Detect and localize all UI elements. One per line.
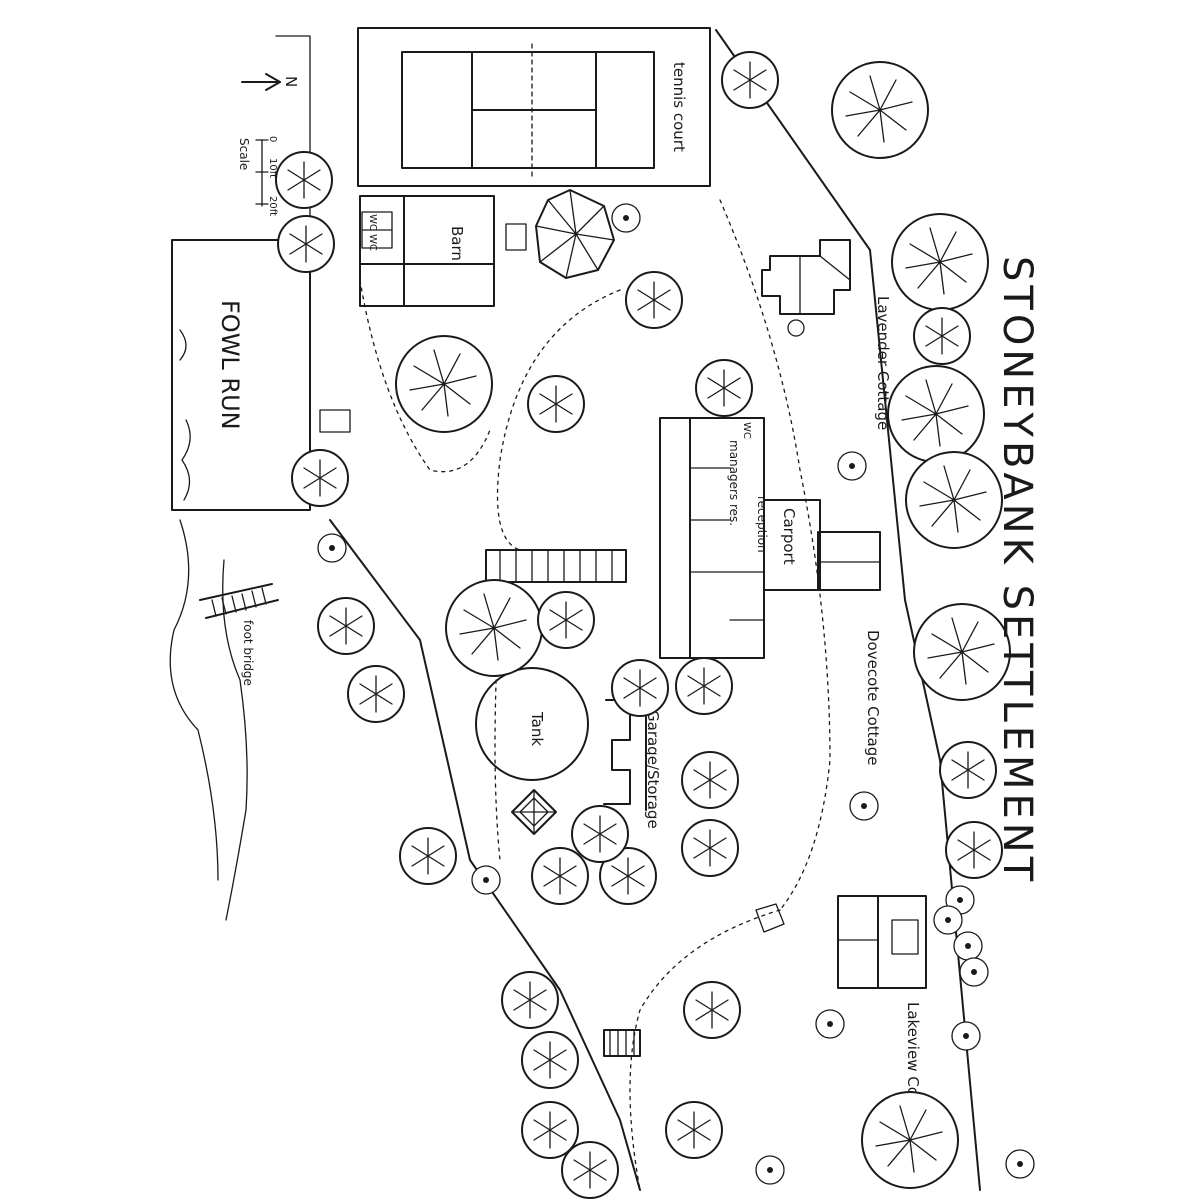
tank: Tank: [475, 667, 589, 835]
lower-bridge: [603, 1029, 641, 1057]
foot-bridge-label: foot bridge: [241, 620, 255, 686]
managers-residence: WC managers res. reception: [659, 417, 769, 659]
pergola: [485, 549, 627, 583]
scale-bar: 0 10ft 20ft Scale: [237, 136, 278, 216]
scale-mid: 10ft: [267, 158, 278, 178]
garage-storage-label: Garage/Storage: [644, 710, 662, 829]
managers-wc-label: WC: [741, 422, 752, 439]
foot-bridge: foot bridge: [199, 583, 279, 686]
reception-label: reception: [755, 496, 769, 553]
managers-res-label: managers res.: [727, 440, 741, 526]
barn-label: Barn: [448, 226, 466, 261]
lavender-cottage: Lavender Cottage: [761, 239, 892, 430]
map-title: STONEYBANK SETTLEMENT: [994, 256, 1040, 885]
tank-label: Tank: [528, 711, 546, 746]
north-arrow: N: [241, 73, 300, 91]
stream: [169, 519, 248, 921]
barn-wc2-label: WC: [367, 234, 378, 251]
dovecote-cottage-label: Dovecote Cottage: [864, 630, 882, 766]
tennis-court-label: tennis court: [670, 62, 688, 152]
trees: [275, 51, 1011, 1199]
fowl-run: FOWL RUN: [171, 239, 351, 511]
barn-wc1-label: WC: [367, 214, 378, 231]
lavender-cottage-label: Lavender Cottage: [874, 296, 892, 430]
tennis-court: tennis court: [357, 27, 711, 187]
barn: WC WC Barn: [359, 195, 495, 307]
scale-label: Scale: [237, 138, 251, 170]
north-label: N: [282, 76, 300, 87]
fowl-run-label: FOWL RUN: [216, 300, 244, 430]
gazebo: [505, 189, 615, 279]
scale-zero: 0: [267, 136, 278, 142]
carport: Carport: [763, 499, 821, 591]
scale-end: 20ft: [267, 196, 278, 216]
dovecote-cottage: Dovecote Cottage: [817, 531, 882, 766]
carport-label: Carport: [780, 508, 798, 565]
